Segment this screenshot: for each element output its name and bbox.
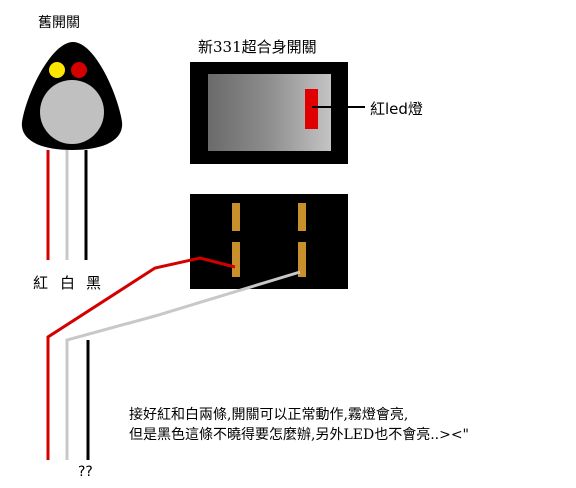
old-switch-title: 舊開關 [38, 15, 80, 31]
terminal-1-bottom [232, 242, 240, 277]
note-line-1: 接好紅和白兩條,開關可以正常動作,霧燈會亮, [129, 407, 409, 423]
terminal-2-bottom [298, 242, 306, 277]
old-switch-button [40, 80, 104, 144]
led-label: 紅led燈 [370, 100, 423, 118]
led-indicator [305, 89, 318, 129]
new-red-wire [46, 256, 236, 460]
terminal-2-top [298, 203, 306, 231]
terminal-1-top [232, 203, 240, 231]
new-white-wire [65, 270, 301, 460]
wire-label-black: 黑 [86, 274, 102, 292]
note-line-2: 但是黑色這條不曉得要怎麼辦,另外LED也不會亮..><" [129, 427, 469, 443]
old-switch-yellow-indicator [49, 62, 65, 78]
new-switch-terminal-body [190, 194, 348, 289]
old-switch-red-indicator [71, 62, 87, 78]
new-switch-title: 新331超合身開關 [198, 38, 317, 56]
wire-label-red: 紅 [33, 274, 49, 292]
wire-label-white: 白 [60, 274, 76, 292]
unknown-wire-label: ?? [78, 464, 93, 480]
